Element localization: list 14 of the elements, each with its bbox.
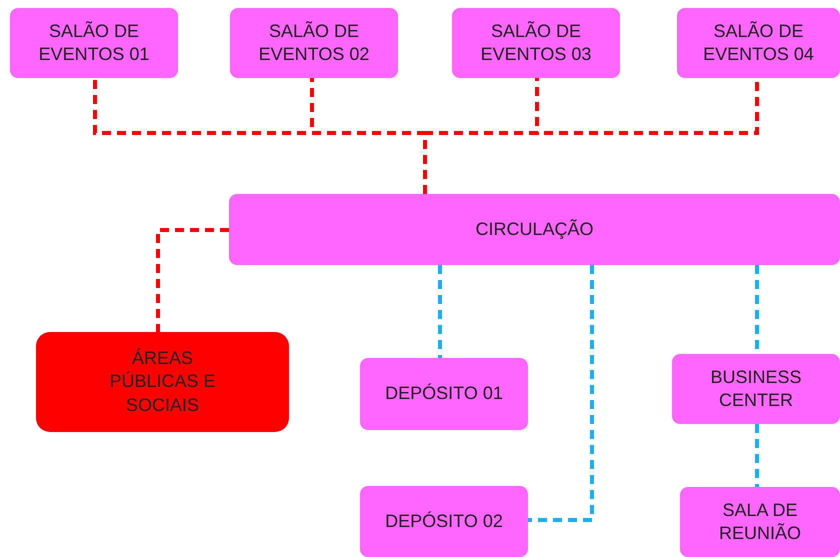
room-box: DEPÓSITO 01: [360, 358, 528, 430]
dashed-connector: [438, 265, 442, 358]
room-box: SALA DE REUNIÃO: [680, 487, 840, 557]
dashed-connector: [528, 265, 594, 522]
room-box: SALÃO DE EVENTOS 03: [452, 8, 620, 78]
room-box: BUSINESS CENTER: [672, 354, 840, 424]
room-box: DEPÓSITO 02: [360, 486, 528, 557]
dashed-connector: [156, 228, 229, 332]
room-box: SALÃO DE EVENTOS 04: [677, 8, 840, 78]
dashed-connector: [755, 424, 759, 487]
room-box: SALÃO DE EVENTOS 02: [230, 8, 398, 78]
room-box: CIRCULAÇÃO: [229, 194, 840, 265]
area-box: ÁREAS PÚBLICAS E SOCIAIS: [36, 332, 289, 432]
room-box: SALÃO DE EVENTOS 01: [10, 8, 178, 78]
